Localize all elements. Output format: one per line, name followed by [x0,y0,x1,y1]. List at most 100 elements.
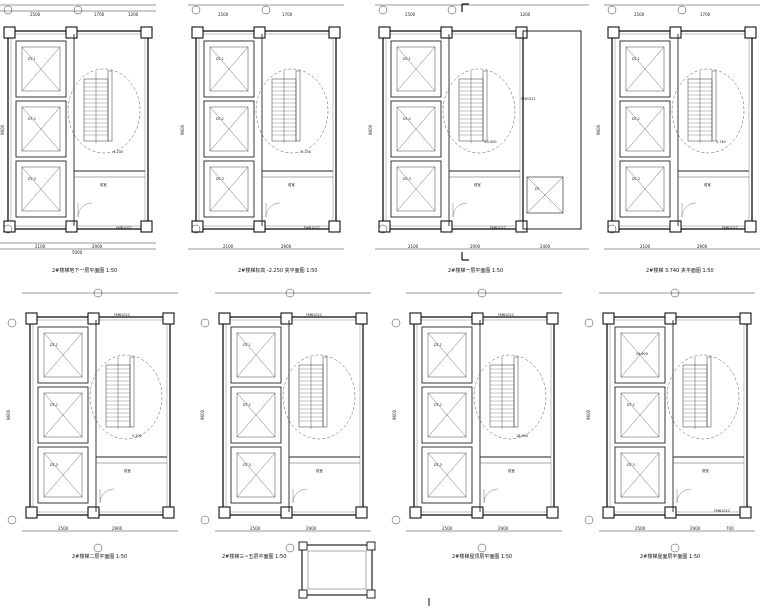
elevator-label: DT-3 [216,177,224,181]
plan-roof-floor [406,292,562,532]
door-label: FMB1022 [490,226,506,230]
dim-label: 2900 [498,526,509,531]
door-label: FMB1022 [306,313,322,317]
elevator-label: DT-1 [243,343,251,347]
door-label: FMB1022 [722,226,738,230]
plan-detail-small [298,541,376,599]
dim-label: 2500 [58,526,69,531]
plan-caption: 2#楼梯一层平面图 1:50 [448,267,503,274]
elevator-label: DT-2 [632,117,640,121]
dim-label: 9600 [368,124,373,135]
elevator-label: DT-2 [50,403,58,407]
dim-label: 1200 [520,12,531,17]
dim-label: 9600 [6,409,11,420]
dim-label: 2400 [540,244,551,249]
elevator-label: DT-2 [243,403,251,407]
plan-level-m2250 [188,4,344,250]
elevator-label: DT-1 [216,57,224,61]
dim-label: 2500 [30,12,41,17]
plan-caption: 2#楼梯三~五层平面图 1:50 [222,553,286,560]
elevator-label: DT [535,187,541,191]
plan-caption: 2#楼梯屋顶层平面图 1:50 [452,553,512,560]
door-label: FMB1022 [114,313,130,317]
plan-level-3740 [604,4,760,250]
room-label: 前室 [704,182,711,187]
door-label: FMB1022 [714,509,730,513]
dim-label: 1200 [128,12,139,17]
level-mark: 24.600 [636,352,648,356]
dim-label: 2900 [92,244,103,249]
elevator-label: DT-1 [50,343,58,347]
level-mark: 3.740 [716,140,726,144]
level-mark: -2.250 [300,150,311,154]
plan-ground-floor [375,4,589,250]
elevator-label: DT-1 [434,343,442,347]
elevator-label: DT-1 [403,57,411,61]
elevator-label: DT-2 [28,117,36,121]
dim-label: 2900 [690,526,701,531]
elevator-label: DT-3 [50,463,58,467]
room-label: 前室 [124,468,131,473]
elevator-label: DT-2 [434,403,442,407]
door-label: FMJ1522 [521,97,536,101]
dim-label: 2100 [223,244,234,249]
plan-caption: 2#楼梯 3.740 夹平面图 1:50 [646,267,714,274]
elevator-label: DT-3 [243,463,251,467]
section-marker-top [428,3,469,606]
elevator-label: DT-1 [28,57,36,61]
level-mark: 5.100 [132,434,142,438]
level-mark: -4.200 [112,150,123,154]
dim-label: 2500 [250,526,261,531]
dim-label: 2900 [306,526,317,531]
dim-label: 9600 [596,124,601,135]
elevator-label: DT-1 [632,57,640,61]
room-label: 前室 [702,468,709,473]
room-label: 前室 [508,468,515,473]
plan-third-fifth-floor [215,292,371,532]
plan-basement [0,4,156,250]
axis-bubbles [3,5,687,553]
plan-caption: 2#楼梯地下一层平面图 1:50 [52,267,117,274]
level-mark: 18.600 [516,434,528,438]
dim-label: 2500 [635,526,646,531]
elevator-label: DT-3 [403,177,411,181]
dim-label: 2500 [218,12,229,17]
plan-roof-level [599,292,755,532]
room-label: 前室 [316,468,323,473]
room-label: 前室 [474,182,481,187]
dim-label: 2900 [470,244,481,249]
elevator-label: DT-3 [28,177,36,181]
room-label: 前室 [100,182,107,187]
dim-label: 9600 [392,409,397,420]
dim-label: 9600 [586,409,591,420]
dim-label: 9600 [180,124,185,135]
dim-label: 9600 [200,409,205,420]
elevator-label: DT-3 [632,177,640,181]
level-mark: ±0.000 [484,140,497,144]
door-label: FMB1022 [498,313,514,317]
door-label: FMB1022 [116,226,132,230]
door-label: FMB1022 [304,226,320,230]
dim-label: 2100 [35,244,46,249]
dim-label: 2100 [408,244,419,249]
plan-caption: 2#楼梯二层平面图 1:50 [72,553,127,560]
dim-label: 700 [726,526,734,531]
elevator-label: DT-2 [216,117,224,121]
dim-label: 2900 [112,526,123,531]
plan-second-floor [22,292,178,532]
elevator-label: DT-3 [434,463,442,467]
plan-caption: 2#楼梯标高 -2.250 夹平面图 1:50 [238,267,318,274]
plan-caption: 2#楼梯屋面层平面图 1:50 [640,553,700,560]
dim-label: 9600 [0,124,5,135]
elevator-label: DT-2 [403,117,411,121]
dim-label: 2500 [442,526,453,531]
dim-label: 2900 [281,244,292,249]
room-label: 前室 [288,182,295,187]
dim-label: 5000 [72,250,83,255]
dim-label: 1700 [282,12,293,17]
dim-label: 1700 [94,12,105,17]
dim-label: 2500 [634,12,645,17]
dim-label: 2500 [405,12,416,17]
elevator-label: DT-3 [627,463,635,467]
